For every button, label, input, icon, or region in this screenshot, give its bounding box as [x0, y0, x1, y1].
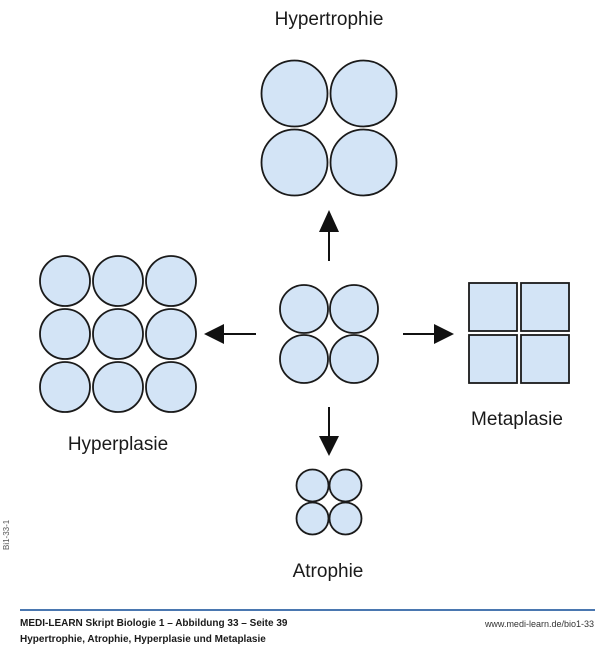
arrow-right-to-metaplasie	[403, 324, 454, 344]
arrow-right-head	[434, 324, 454, 344]
normal-round-cell	[329, 284, 379, 334]
hypertrophie-round-cell	[260, 128, 329, 197]
hypertrophie-round-cell	[329, 128, 398, 197]
atrophie-cells	[295, 468, 363, 536]
arrow-left-to-hyperplasie	[204, 324, 256, 344]
arrow-up-to-hypertrophie	[319, 210, 339, 261]
arrow-up-head	[319, 210, 339, 232]
metaplasie-cells	[468, 282, 570, 384]
metaplasie-square-cell	[468, 334, 518, 384]
metaplasie-square-cell	[468, 282, 518, 332]
arrow-left-head	[204, 324, 224, 344]
label-hypertrophie: Hypertrophie	[275, 9, 384, 30]
normal-round-cell	[329, 334, 379, 384]
label-metaplasie: Metaplasie	[471, 409, 563, 430]
label-atrophie: Atrophie	[293, 561, 364, 582]
hypertrophie-round-cell	[260, 59, 329, 128]
normal-round-cell	[279, 284, 329, 334]
normal-round-cell	[279, 334, 329, 384]
metaplasie-square-cell	[520, 282, 570, 332]
hyperplasie-round-cell	[39, 308, 91, 360]
footer-title: MEDI-LEARN Skript Biologie 1 – Abbildung…	[20, 618, 288, 629]
hyperplasie-cells	[39, 255, 197, 413]
normal-cells	[279, 284, 379, 384]
hyperplasie-round-cell	[92, 361, 144, 413]
hypertrophie-round-cell	[329, 59, 398, 128]
label-hyperplasie: Hyperplasie	[68, 434, 168, 455]
atrophie-round-cell	[328, 468, 363, 503]
atrophie-round-cell	[295, 468, 330, 503]
atrophie-round-cell	[328, 501, 363, 536]
hyperplasie-round-cell	[39, 255, 91, 307]
arrow-down-head	[319, 436, 339, 456]
hyperplasie-round-cell	[39, 361, 91, 413]
hyperplasie-round-cell	[145, 255, 197, 307]
hyperplasie-round-cell	[92, 255, 144, 307]
footer-divider	[20, 609, 595, 611]
hyperplasie-round-cell	[145, 361, 197, 413]
footer-url[interactable]: www.medi-learn.de/bio1-33	[484, 619, 594, 629]
figure-code: Bi1-33-1	[2, 519, 11, 550]
cell-adaptation-diagram: Hypertrophie Hyperplasie Metaplasie Atro…	[39, 9, 570, 582]
metaplasie-square-cell	[520, 334, 570, 384]
atrophie-round-cell	[295, 501, 330, 536]
footer-subtitle: Hypertrophie, Atrophie, Hyperplasie und …	[20, 634, 266, 645]
arrow-down-to-atrophie	[319, 407, 339, 456]
hyperplasie-round-cell	[145, 308, 197, 360]
hypertrophie-cells	[260, 59, 398, 197]
hyperplasie-round-cell	[92, 308, 144, 360]
